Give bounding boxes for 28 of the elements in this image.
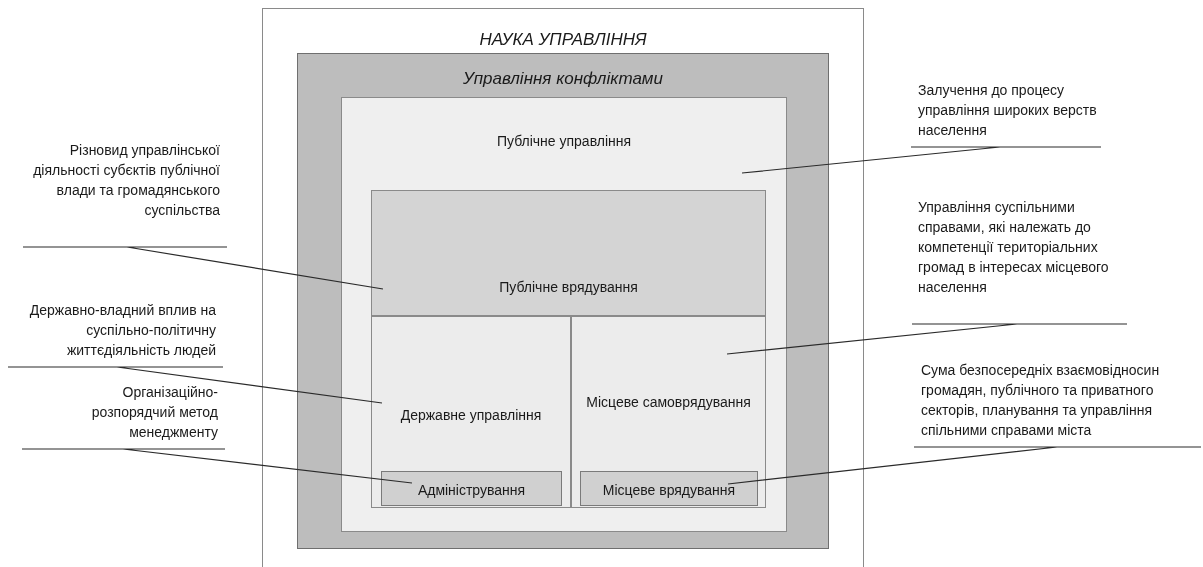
annotation-text: Різновид управлінської діяльності субєктів публічної влади та громадянського суспільства bbox=[30, 140, 220, 220]
box-label: Публічне управління bbox=[495, 132, 633, 151]
nested-box bbox=[371, 190, 766, 316]
annotation-text: Сума безпосередніх взаємовідносин громадян, публічного та приватного секторів, планування та управління спільними справами міста bbox=[921, 360, 1199, 440]
nested-box bbox=[371, 316, 571, 508]
box-label: Адміністрування bbox=[416, 481, 527, 500]
nested-box bbox=[571, 316, 766, 508]
box-label: Місцеве самоврядування bbox=[585, 393, 752, 412]
inner-box bbox=[381, 471, 562, 506]
leader-line bbox=[741, 146, 1102, 174]
annotation-text: Державно-владний вплив на суспільно-політичну життєдіяльність людей bbox=[20, 300, 216, 360]
leader-line bbox=[727, 446, 1202, 485]
annotation-text: Управління суспільними справами, які належать до компетенції територіальних громад в інтересах місцевого населення bbox=[918, 197, 1123, 297]
inner-box bbox=[580, 471, 758, 506]
outer-frame bbox=[262, 8, 864, 567]
nested-panel bbox=[341, 97, 787, 532]
box-label: Державне управління bbox=[399, 406, 543, 425]
leader-line bbox=[22, 246, 384, 290]
annotation-text: Залучення до процесу управління широких верств населення bbox=[918, 80, 1108, 140]
leader-line bbox=[21, 448, 413, 484]
leader-line bbox=[7, 366, 383, 404]
box-label: НАУКА УПРАВЛІННЯ bbox=[478, 29, 648, 51]
annotation-text: Організаційно-розпорядчий метод менеджменту bbox=[60, 382, 218, 442]
box-label: Місцеве врядування bbox=[601, 481, 737, 500]
nested-panel bbox=[297, 53, 829, 549]
box-label: Управління конфліктами bbox=[462, 68, 664, 90]
box-label: Публічне врядування bbox=[498, 278, 639, 297]
leader-line bbox=[726, 323, 1128, 355]
